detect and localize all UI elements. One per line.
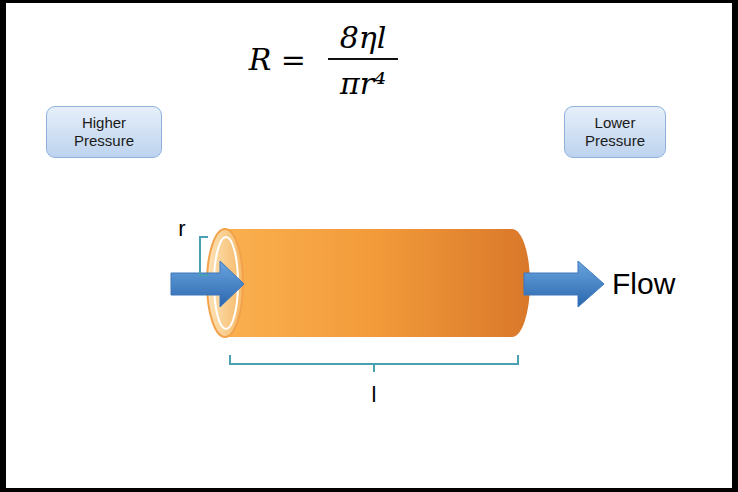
flow-label: Flow xyxy=(612,267,675,301)
box-label: Higher Pressure xyxy=(64,114,144,150)
tube-body xyxy=(225,229,530,337)
radius-label: r xyxy=(178,216,185,242)
length-label: l xyxy=(372,382,377,408)
fraction-bar xyxy=(328,58,398,60)
flow-arrow-out xyxy=(524,261,604,307)
formula-numerator: 8ηl xyxy=(340,20,387,55)
formula-lhs: R = xyxy=(249,42,306,77)
formula-denominator: πr⁴ xyxy=(340,66,386,101)
pressure-box: Higher Pressure xyxy=(46,106,162,158)
canvas: Higher Pressure Lower Pressure R = 8ηl πr⁴ rF… xyxy=(6,3,732,488)
pressure-box: Lower Pressure xyxy=(564,106,666,158)
box-label: Lower Pressure xyxy=(575,114,655,150)
flow-arrow-in xyxy=(171,261,244,307)
length-bracket xyxy=(230,355,518,372)
radius-bracket xyxy=(200,237,208,275)
